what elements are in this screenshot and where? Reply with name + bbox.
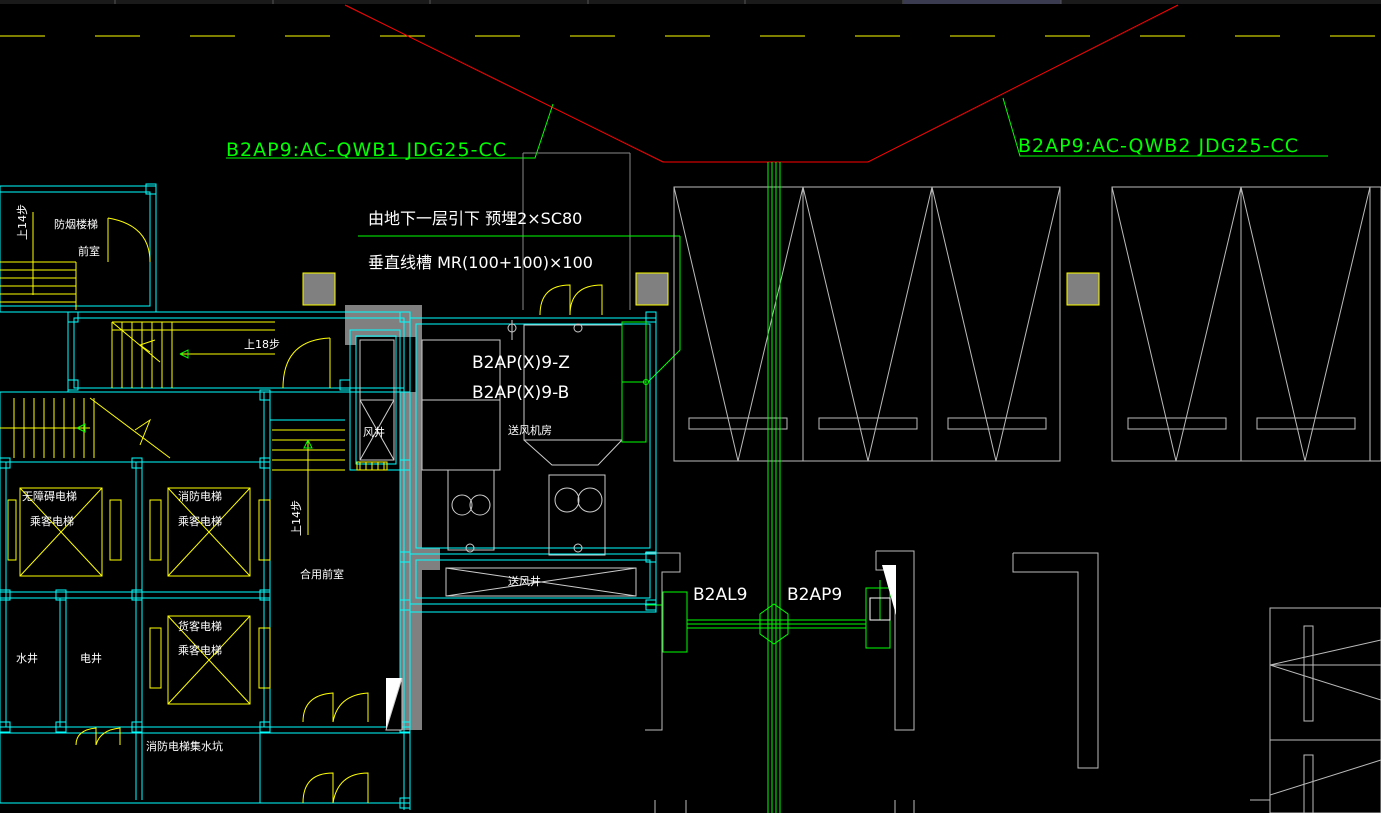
parking-stalls-group-1: [673, 186, 1061, 462]
stair-arrows: [76, 349, 313, 449]
structural-columns: [302, 272, 1100, 306]
room-label-supply-shaft: 送风井: [508, 574, 541, 588]
right-lower-structure: [645, 550, 1381, 813]
note-vertical-tray: 垂直线槽 MR(100+100)×100: [368, 253, 593, 272]
fan-room-panel-box: [621, 321, 649, 443]
yellow-stair-treads: [0, 212, 603, 804]
room-label-elevator-2b: 乘客电梯: [178, 514, 222, 528]
upper-gray-lines: [522, 152, 631, 310]
room-label-elec-shaft: 电井: [80, 651, 102, 665]
panel-label-al9: B2AL9: [693, 585, 747, 605]
room-label-smoke-stair: 防烟楼梯: [54, 217, 98, 231]
room-label-smoke-stair-front: 前室: [78, 244, 100, 258]
gray-thick-wall: [345, 305, 440, 730]
room-label-elevator-1b: 乘客电梯: [30, 514, 74, 528]
room-label-water-shaft: 水井: [16, 651, 38, 665]
parking-stalls-group-2: [1111, 186, 1381, 462]
room-label-up18: 上18步: [244, 338, 280, 351]
room-label-shared-front-room: 合用前室: [300, 567, 344, 581]
room-label-wind-shaft: 风井: [363, 425, 385, 439]
fan-room-equipment: [359, 320, 637, 731]
horizontal-green-cable-tray: [645, 580, 891, 653]
top-tab-strip: [0, 0, 1381, 4]
room-label-elevator-1a: 无障碍电梯: [22, 489, 77, 503]
note-from-b1: 由地下一层引下 预埋2×SC80: [368, 209, 582, 228]
wire-label-qwb1: B2AP9:AC-QWB1 JDG25-CC: [226, 139, 507, 161]
room-label-elevator-3a: 货客电梯: [178, 619, 222, 633]
wire-label-leaders: [226, 97, 1328, 159]
note-leader-lines: [358, 235, 681, 383]
vertical-green-cable-tray: [767, 162, 781, 813]
right-door-marker: [869, 565, 896, 621]
room-label-supply-fan-room: 送风机房: [508, 423, 552, 437]
room-label-elevator-2a: 消防电梯: [178, 489, 222, 503]
room-label-up14-mid: 上14步: [290, 500, 303, 536]
panel-label-b: B2AP(X)9-B: [472, 383, 569, 403]
room-label-fire-elevator-pit: 消防电梯集水坑: [146, 739, 223, 753]
panel-label-ap9: B2AP9: [787, 585, 842, 605]
wire-label-qwb2: B2AP9:AC-QWB2 JDG25-CC: [1018, 135, 1299, 157]
panel-label-z: B2AP(X)9-Z: [472, 353, 570, 373]
room-label-up14-top: 上14步: [16, 204, 29, 240]
red-cable-route: [344, 4, 1179, 163]
room-label-elevator-3b: 乘客电梯: [178, 643, 222, 657]
